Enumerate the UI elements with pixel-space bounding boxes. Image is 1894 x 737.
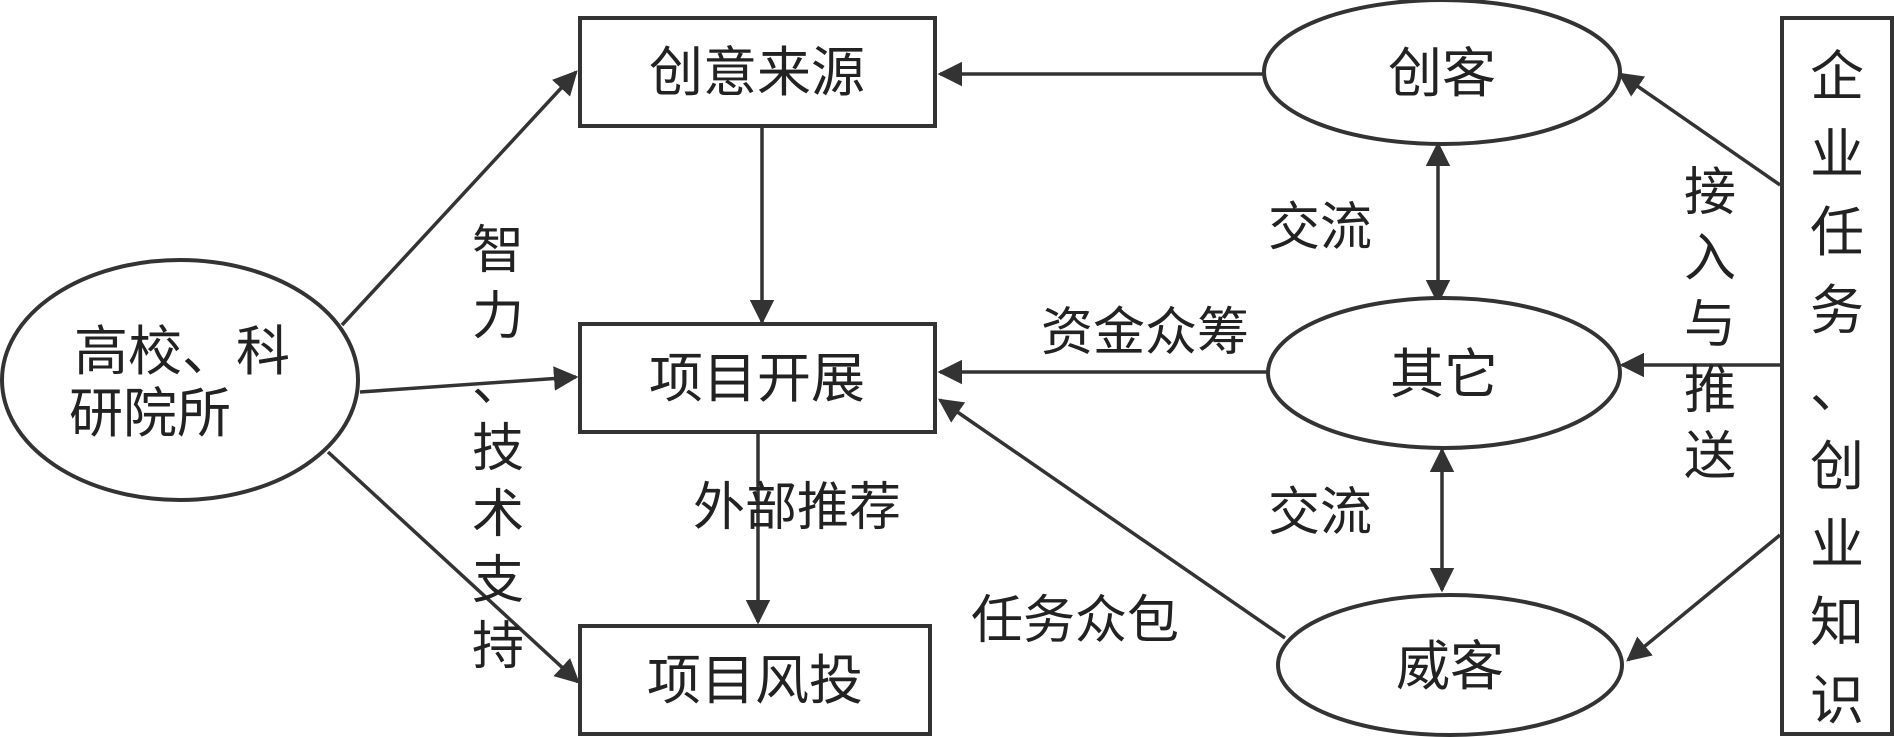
label-intellect-tech-char: 智	[472, 221, 524, 281]
label-exchange-top: 交流	[1268, 198, 1372, 258]
label-intellect-tech-char: 持	[472, 617, 524, 677]
label-intellect-tech-char: 支	[472, 551, 524, 611]
label-access-push-char: 推	[1684, 361, 1736, 421]
node-maker-label: 创客	[1388, 42, 1496, 105]
node-others-label: 其它	[1390, 343, 1498, 406]
edges	[326, 61, 1782, 684]
label-exchange-bottom: 交流	[1268, 483, 1372, 543]
node-universities-label-line2: 研院所	[69, 382, 231, 445]
node-project-execution-label: 项目开展	[649, 347, 865, 410]
label-intellect-tech-char: 力	[472, 287, 524, 347]
node-enterprise-char: 务	[1810, 279, 1864, 342]
node-creative-source: 创意来源	[578, 16, 937, 128]
node-wiki: 威客	[1276, 593, 1624, 737]
edge-enterprise-to-wiki	[1626, 533, 1782, 662]
node-universities-label-line1: 高校、科	[74, 320, 290, 383]
node-enterprise-char: 业	[1810, 513, 1864, 576]
label-access-push-char: 接	[1684, 163, 1736, 223]
node-enterprise-char: 业	[1810, 123, 1864, 186]
edge-enterprise-to-maker	[1617, 72, 1781, 187]
label-task-crowdsource: 任务众包	[971, 591, 1179, 651]
node-enterprise-char: 、	[1810, 357, 1864, 420]
node-universities: 高校、科 研院所	[0, 258, 360, 502]
node-project-vc-label: 项目风投	[647, 649, 863, 712]
node-enterprise-char: 任	[1810, 201, 1864, 264]
label-intellect-tech-char: 术	[472, 485, 524, 545]
node-maker: 创客	[1262, 0, 1622, 146]
label-access-push-char: 与	[1684, 295, 1736, 355]
node-enterprise-char: 知	[1810, 591, 1864, 654]
edge-universities-to-vc	[326, 450, 580, 684]
label-access-push-char: 送	[1684, 427, 1736, 487]
node-enterprise-char: 创	[1810, 435, 1864, 498]
label-intellect-tech-char: 技	[472, 419, 524, 479]
edge-wiki-to-project	[937, 398, 1286, 640]
node-others: 其它	[1266, 296, 1622, 450]
node-creative-source-label: 创意来源	[649, 41, 865, 104]
node-enterprise-char: 企	[1810, 45, 1864, 108]
node-enterprise-char: 识	[1810, 669, 1864, 732]
label-intellect-tech-char: 、	[472, 353, 524, 413]
label-external-recommend: 外部推荐	[693, 478, 901, 538]
edge-universities-to-creative-source	[340, 70, 578, 327]
label-crowdfunding: 资金众筹	[1041, 303, 1249, 363]
node-project-execution: 项目开展	[578, 322, 937, 434]
edge-universities-to-project	[359, 366, 579, 394]
node-project-vc: 项目风投	[578, 624, 932, 736]
node-wiki-label: 威客	[1396, 635, 1504, 698]
label-access-push-char: 入	[1684, 229, 1736, 289]
